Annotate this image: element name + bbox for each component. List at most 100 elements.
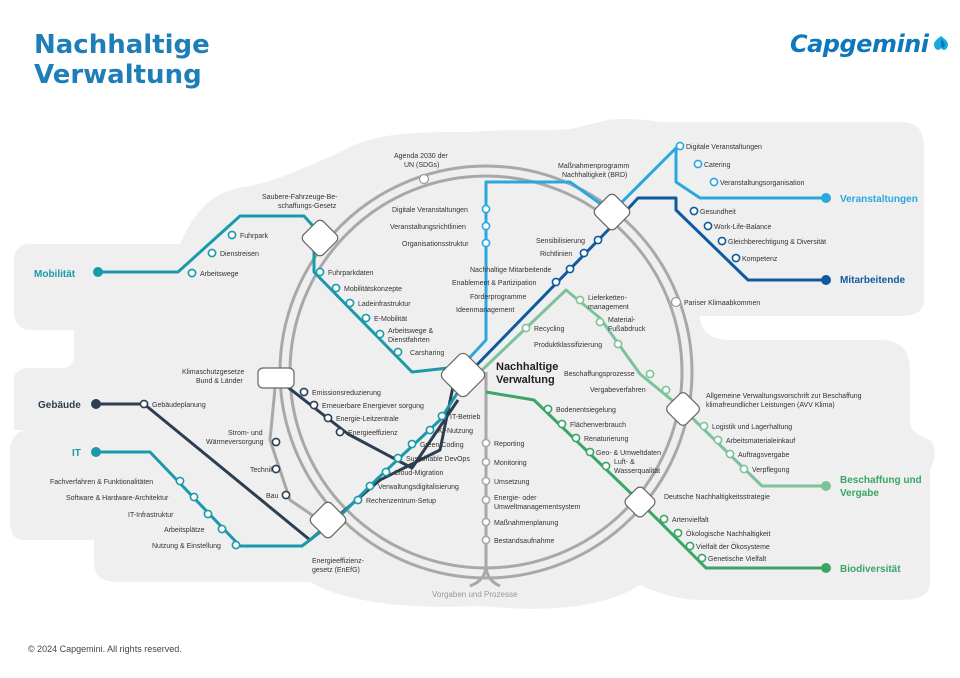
station-dot[interactable] bbox=[693, 159, 703, 169]
hub-klima[interactable] bbox=[257, 367, 295, 389]
terminal-dot-mobilitaet[interactable] bbox=[93, 267, 103, 277]
station-dot[interactable] bbox=[731, 253, 741, 263]
station-dot[interactable] bbox=[481, 457, 491, 467]
terminal-beschaffung-2[interactable]: Vergabe bbox=[840, 488, 879, 499]
station-dot[interactable] bbox=[579, 248, 589, 258]
hub-massnahmen[interactable] bbox=[592, 192, 632, 232]
station-dot[interactable] bbox=[189, 492, 199, 502]
station-dot[interactable] bbox=[521, 323, 531, 333]
station-dot[interactable] bbox=[175, 476, 185, 486]
station-dot[interactable] bbox=[407, 439, 417, 449]
terminal-gebaeude[interactable]: Gebäude bbox=[38, 400, 81, 411]
station-dot[interactable] bbox=[271, 464, 281, 474]
station-dot[interactable] bbox=[575, 295, 585, 305]
station-dot[interactable] bbox=[661, 385, 671, 395]
hub-avv[interactable] bbox=[665, 391, 702, 428]
station-dot[interactable] bbox=[207, 248, 217, 258]
hub-paris-dot[interactable] bbox=[670, 296, 682, 308]
terminal-mobilitaet[interactable]: Mobilität bbox=[34, 269, 76, 280]
station-dot[interactable] bbox=[365, 481, 375, 491]
station-label: Fuhrparkdaten bbox=[328, 270, 374, 277]
station-dot[interactable] bbox=[361, 313, 371, 323]
terminal-beschaffung-1[interactable]: Beschaffung und bbox=[840, 475, 922, 486]
terminal-dot-beschaffung[interactable] bbox=[821, 481, 831, 491]
station-dot[interactable] bbox=[187, 268, 197, 278]
station-dot[interactable] bbox=[713, 435, 723, 445]
station-dot[interactable] bbox=[353, 495, 363, 505]
station-dot[interactable] bbox=[271, 437, 281, 447]
station-dot[interactable] bbox=[613, 339, 623, 349]
station-dot[interactable] bbox=[565, 264, 575, 274]
station-dot[interactable] bbox=[437, 411, 447, 421]
station-dot[interactable] bbox=[601, 461, 611, 471]
station-dot[interactable] bbox=[393, 347, 403, 357]
station-dot[interactable] bbox=[345, 298, 355, 308]
hub-saubere[interactable] bbox=[300, 218, 340, 258]
station-dot[interactable] bbox=[227, 230, 237, 240]
station-label: Bau bbox=[266, 493, 279, 500]
station-dot[interactable] bbox=[551, 277, 561, 287]
station-dot[interactable] bbox=[481, 204, 491, 214]
station-dot[interactable] bbox=[481, 438, 491, 448]
station-dot[interactable] bbox=[593, 235, 603, 245]
station-dot[interactable] bbox=[595, 317, 605, 327]
station-dot[interactable] bbox=[281, 490, 291, 500]
station-label: Genetische Vielfalt bbox=[708, 556, 766, 563]
terminal-mitarbeitende[interactable]: Mitarbeitende bbox=[840, 275, 905, 286]
station-dot[interactable] bbox=[481, 238, 491, 248]
station-dot[interactable] bbox=[393, 453, 403, 463]
station-dot[interactable] bbox=[703, 221, 713, 231]
station-dot[interactable] bbox=[645, 369, 655, 379]
station-dot[interactable] bbox=[585, 447, 595, 457]
terminals bbox=[91, 193, 831, 573]
station-dot[interactable] bbox=[481, 495, 491, 505]
station-dot[interactable] bbox=[217, 524, 227, 534]
terminal-biodiversitaet[interactable]: Biodiversität bbox=[840, 564, 901, 575]
station-dot[interactable] bbox=[481, 535, 491, 545]
terminal-dot-gebaeude[interactable] bbox=[91, 399, 101, 409]
station-dot[interactable] bbox=[309, 400, 319, 410]
hub-enefg[interactable] bbox=[308, 500, 348, 540]
station-dot[interactable] bbox=[481, 221, 491, 231]
station-dot[interactable] bbox=[381, 467, 391, 477]
terminal-it[interactable]: IT bbox=[72, 448, 81, 459]
station-dot[interactable] bbox=[697, 553, 707, 563]
terminal-dot-mitarbeitende[interactable] bbox=[821, 275, 831, 285]
hub-sdg-dot[interactable] bbox=[418, 173, 430, 185]
terminal-dot-it[interactable] bbox=[91, 447, 101, 457]
station-dot[interactable] bbox=[323, 413, 333, 423]
station-dot[interactable] bbox=[331, 283, 341, 293]
hub-dns[interactable] bbox=[623, 485, 657, 519]
station-dot[interactable] bbox=[689, 206, 699, 216]
station-dot[interactable] bbox=[315, 267, 325, 277]
station-dot[interactable] bbox=[425, 425, 435, 435]
station-dot[interactable] bbox=[739, 464, 749, 474]
station-dot[interactable] bbox=[725, 449, 735, 459]
station-dot[interactable] bbox=[231, 540, 241, 550]
station-dot[interactable] bbox=[685, 541, 695, 551]
station-dot[interactable] bbox=[543, 404, 553, 414]
station-dot[interactable] bbox=[139, 399, 149, 409]
station-dot[interactable] bbox=[557, 419, 567, 429]
station-dot[interactable] bbox=[659, 514, 669, 524]
hub-center[interactable] bbox=[439, 351, 487, 399]
station-dot[interactable] bbox=[299, 387, 309, 397]
station-dot[interactable] bbox=[675, 141, 685, 151]
station-label: Kompetenz bbox=[742, 256, 778, 263]
station-dot[interactable] bbox=[335, 427, 345, 437]
station-dot[interactable] bbox=[709, 177, 719, 187]
station-dot[interactable] bbox=[481, 517, 491, 527]
station-dot[interactable] bbox=[699, 421, 709, 431]
station-dot[interactable] bbox=[203, 509, 213, 519]
terminal-dot-veranstaltungen[interactable] bbox=[821, 193, 831, 203]
station-dot[interactable] bbox=[481, 476, 491, 486]
station-dot[interactable] bbox=[375, 329, 385, 339]
station-dot[interactable] bbox=[673, 528, 683, 538]
terminal-veranstaltungen[interactable]: Veranstaltungen bbox=[840, 194, 918, 205]
station-dot[interactable] bbox=[571, 433, 581, 443]
station-label: Dienstreisen bbox=[220, 251, 259, 258]
station-dot[interactable] bbox=[717, 236, 727, 246]
hub-paris-label: Pariser Klimaabkommen bbox=[684, 300, 760, 307]
terminal-dot-biodiversitaet[interactable] bbox=[821, 563, 831, 573]
station-label: Strom- und bbox=[228, 430, 263, 437]
